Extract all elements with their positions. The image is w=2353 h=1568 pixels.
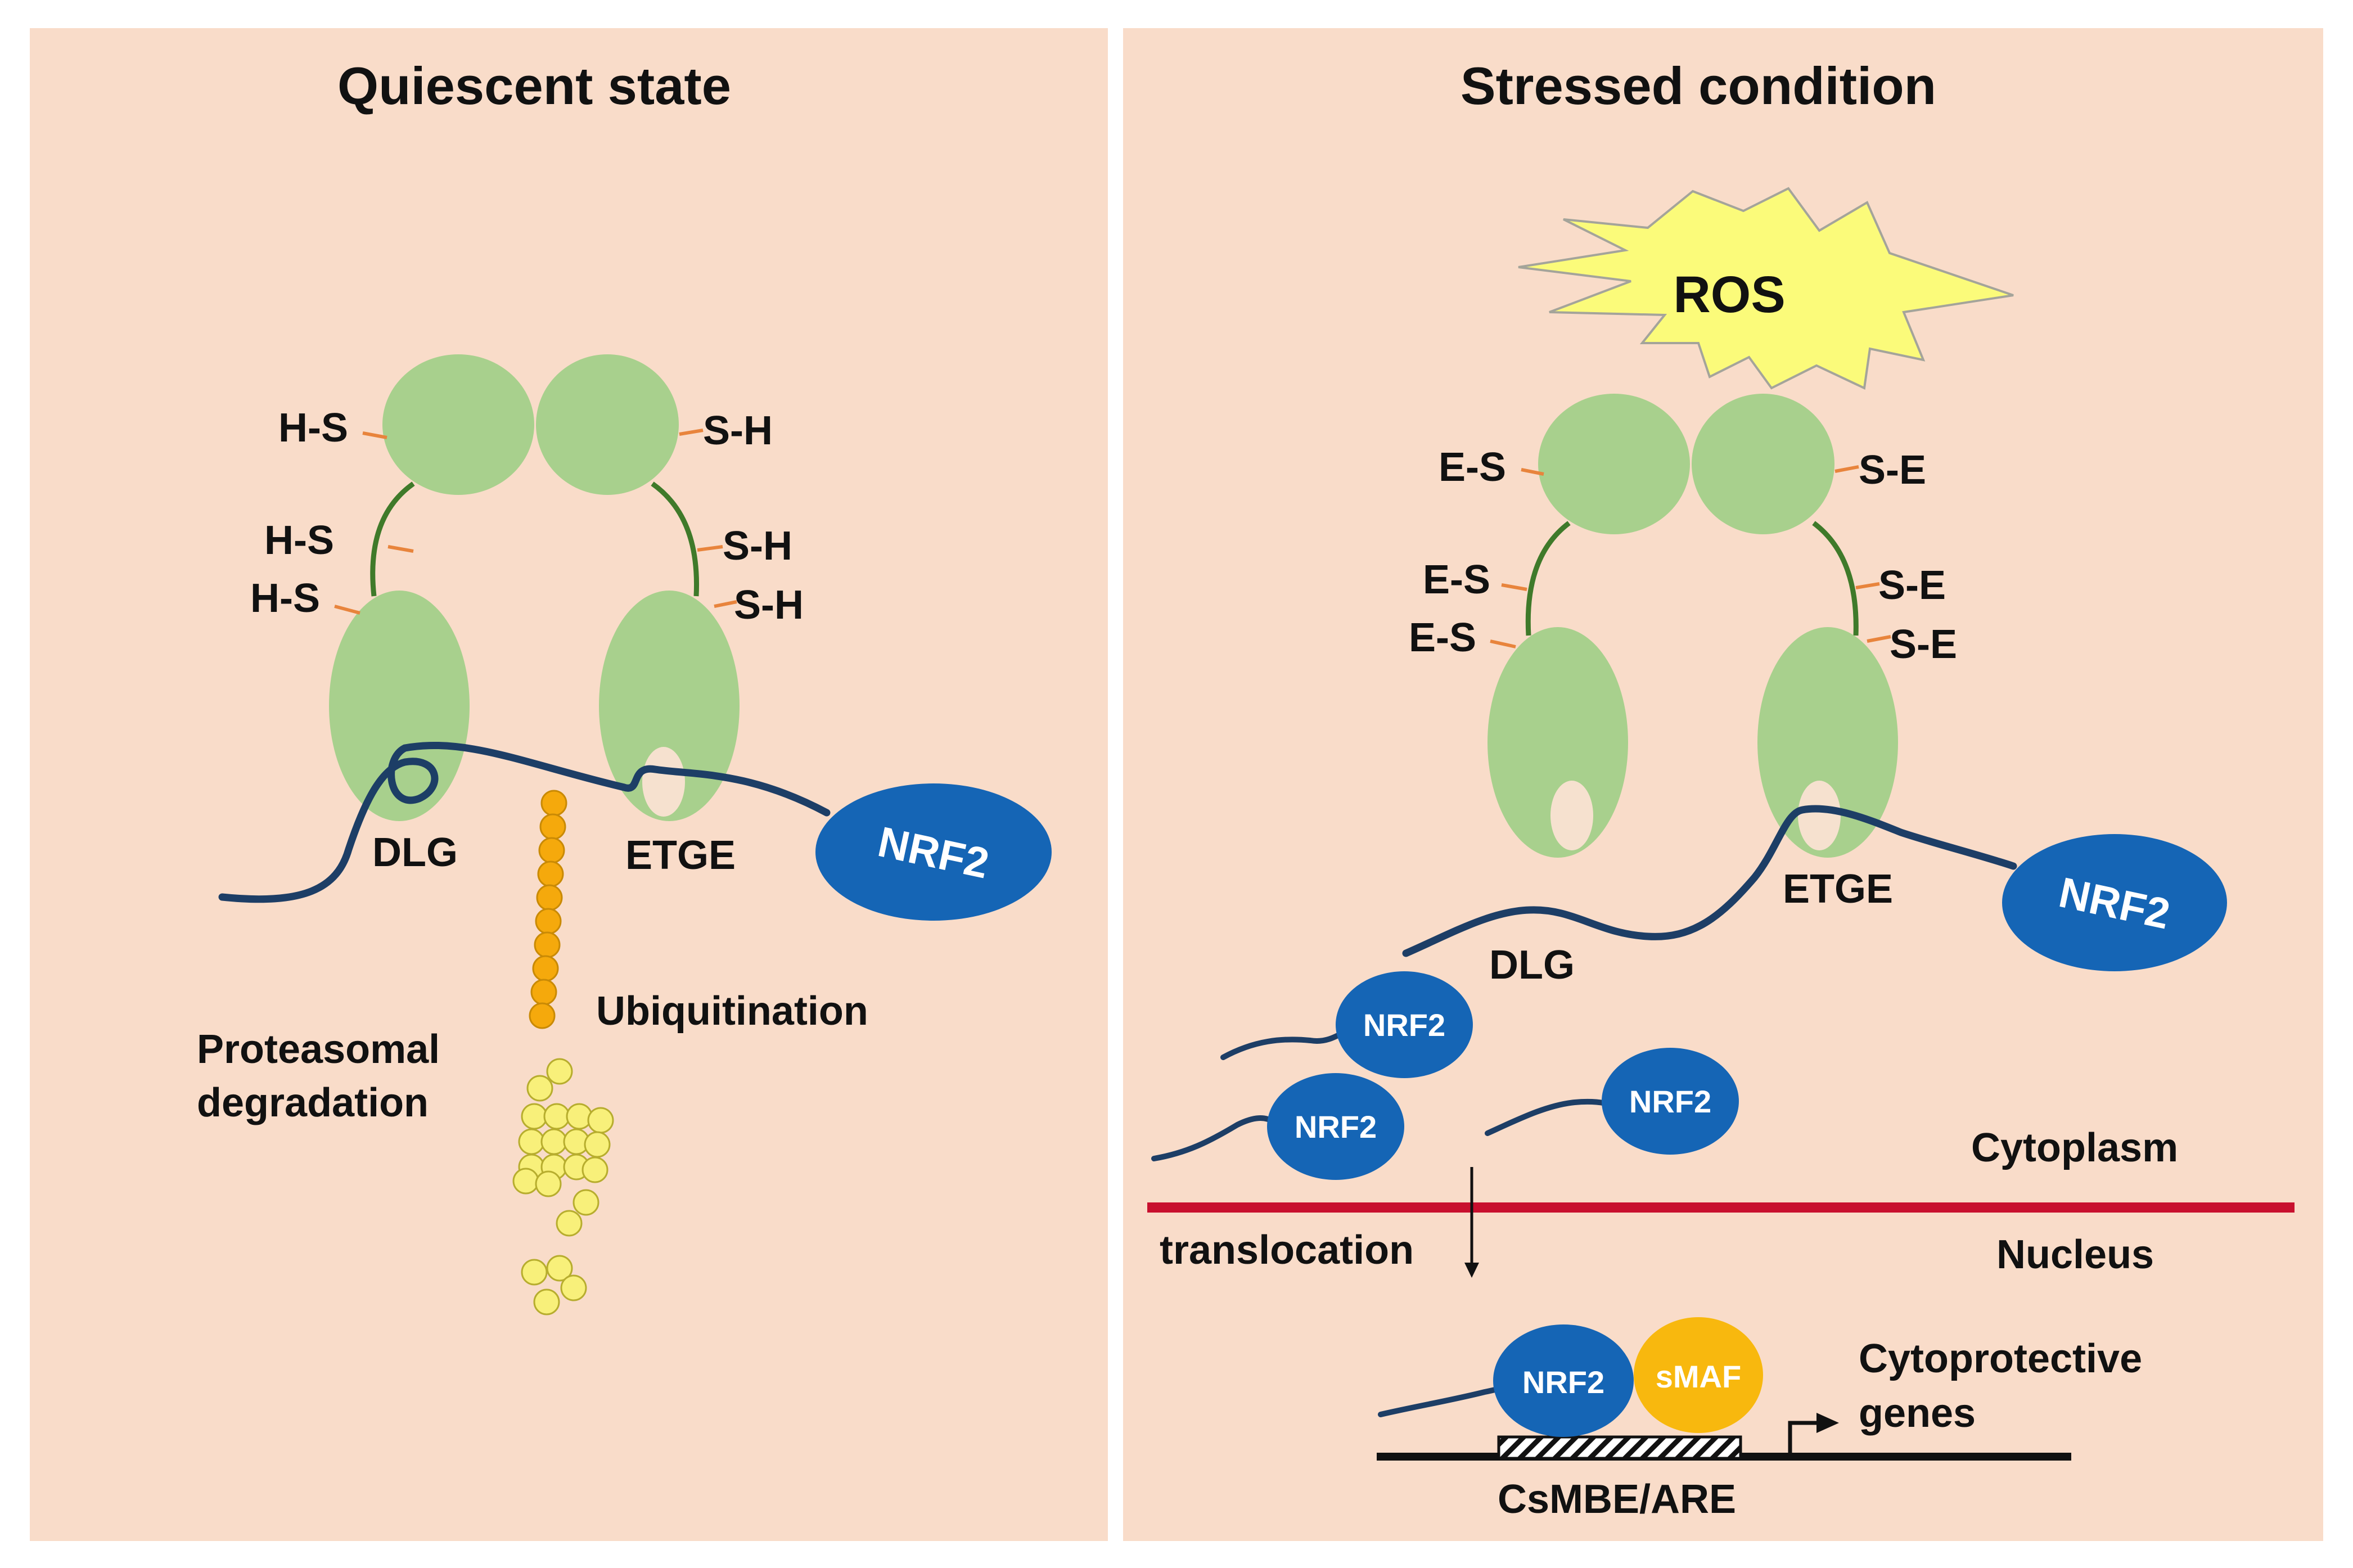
free-nrf2-1 xyxy=(1220,971,1473,1078)
dlg-motif-stressed: DLG xyxy=(1489,943,1575,988)
nrf2-stressed xyxy=(2002,834,2227,971)
translocation-label: translocation xyxy=(1160,1228,1414,1273)
thiol-label-stressed-right-1: S-E xyxy=(1859,448,1926,493)
nucleus-nrf2 xyxy=(1493,1324,1634,1437)
transcription-start-arrow xyxy=(1788,1413,1839,1453)
keap1-kelch-left xyxy=(329,591,470,821)
keap1-linker-left-stressed xyxy=(1525,521,1571,636)
keap1-kelch-right xyxy=(599,591,740,821)
are-element xyxy=(1497,1435,1742,1460)
thiol-ticks-quiescent xyxy=(334,429,737,615)
keap1-btb-right xyxy=(536,354,679,495)
keap1-linker-left xyxy=(370,481,415,597)
keap1-btb-right-stressed xyxy=(1692,394,1834,534)
proteasomal-label-line1: Proteasomal xyxy=(197,1027,440,1072)
thiol-label-stressed-left-3: E-S xyxy=(1409,615,1476,660)
keap1-linker-right-stressed xyxy=(1812,521,1859,636)
keap1-dimer-quiescent xyxy=(329,354,740,821)
thiol-label-stressed-left-1: E-S xyxy=(1439,445,1506,490)
nucleus-label: Nucleus xyxy=(1996,1232,2154,1277)
thiol-label-quiescent-right-1: S-H xyxy=(703,408,773,453)
keap1-pocket-right-stressed xyxy=(1798,781,1841,850)
csmbe-are-label: CsMBE/ARE xyxy=(1498,1477,1736,1522)
stressed-panel: Stressed condition ROS E-S E-S E-S S-E S xyxy=(1123,28,2323,1541)
ros-burst xyxy=(1518,187,2014,390)
nuclear-membrane xyxy=(1147,1202,2295,1213)
thiol-label-quiescent-left-3: H-S xyxy=(250,576,320,621)
ubiquitination-label: Ubiquitination xyxy=(596,989,868,1034)
translocation-arrow xyxy=(1464,1167,1479,1278)
keap1-kelch-left-stressed xyxy=(1487,627,1628,858)
ros-label: ROS xyxy=(1673,266,1785,323)
free-nrf2-1-label: NRF2 xyxy=(1363,1007,1445,1043)
smaf-label: sMAF xyxy=(1656,1359,1741,1394)
ubiquitin-chain xyxy=(529,790,567,1029)
etge-motif-quiescent: ETGE xyxy=(625,833,736,878)
keap1-btb-left-stressed xyxy=(1538,394,1690,534)
keap1-dimer-stressed xyxy=(1487,394,1898,858)
thiol-ticks-stressed xyxy=(1490,465,1891,648)
thiol-label-quiescent-left-2: H-S xyxy=(264,518,334,563)
cytoprotective-genes-line2: genes xyxy=(1859,1391,1976,1436)
keap1-linker-right xyxy=(651,481,700,597)
nrf2-chain-quiescent xyxy=(218,741,831,903)
keap1-pocket-right xyxy=(642,747,685,817)
thiol-label-stressed-left-2: E-S xyxy=(1423,557,1490,602)
smaf-protein xyxy=(1634,1317,1763,1433)
cytoplasm-label: Cytoplasm xyxy=(1971,1125,2178,1170)
proteasome-fragments xyxy=(512,1058,614,1315)
free-nrf2-2-label: NRF2 xyxy=(1295,1109,1377,1145)
stressed-title: Stressed condition xyxy=(1461,56,1936,115)
etge-motif-stressed: ETGE xyxy=(1783,867,1893,912)
quiescent-title: Quiescent state xyxy=(337,56,731,115)
cytoprotective-genes-line1: Cytoprotective xyxy=(1859,1336,2142,1381)
keap1-btb-left xyxy=(382,354,534,495)
thiol-label-stressed-right-2: S-E xyxy=(1878,563,1946,608)
thiol-label-quiescent-right-3: S-H xyxy=(734,583,804,628)
dlg-motif-quiescent: DLG xyxy=(372,830,458,875)
proteasomal-label-line2: degradation xyxy=(197,1080,429,1125)
free-nrf2-3-label: NRF2 xyxy=(1629,1084,1711,1119)
nrf2-quiescent xyxy=(815,783,1052,921)
keap1-kelch-right-stressed xyxy=(1757,627,1898,858)
free-nrf2-2 xyxy=(1151,1073,1404,1180)
quiescent-panel: Quiescent state H-S H-S H-S S-H S-H S-H xyxy=(30,28,1108,1541)
free-nrf2-3 xyxy=(1485,1048,1739,1155)
nrf2-chain-stressed xyxy=(1402,805,2017,957)
thiol-label-quiescent-right-2: S-H xyxy=(723,524,792,569)
thiol-label-quiescent-left-1: H-S xyxy=(278,405,348,450)
thiol-label-stressed-right-3: S-E xyxy=(1890,622,1957,667)
nucleus-nrf2-label: NRF2 xyxy=(1522,1364,1604,1400)
keap1-pocket-left-stressed xyxy=(1550,781,1593,850)
